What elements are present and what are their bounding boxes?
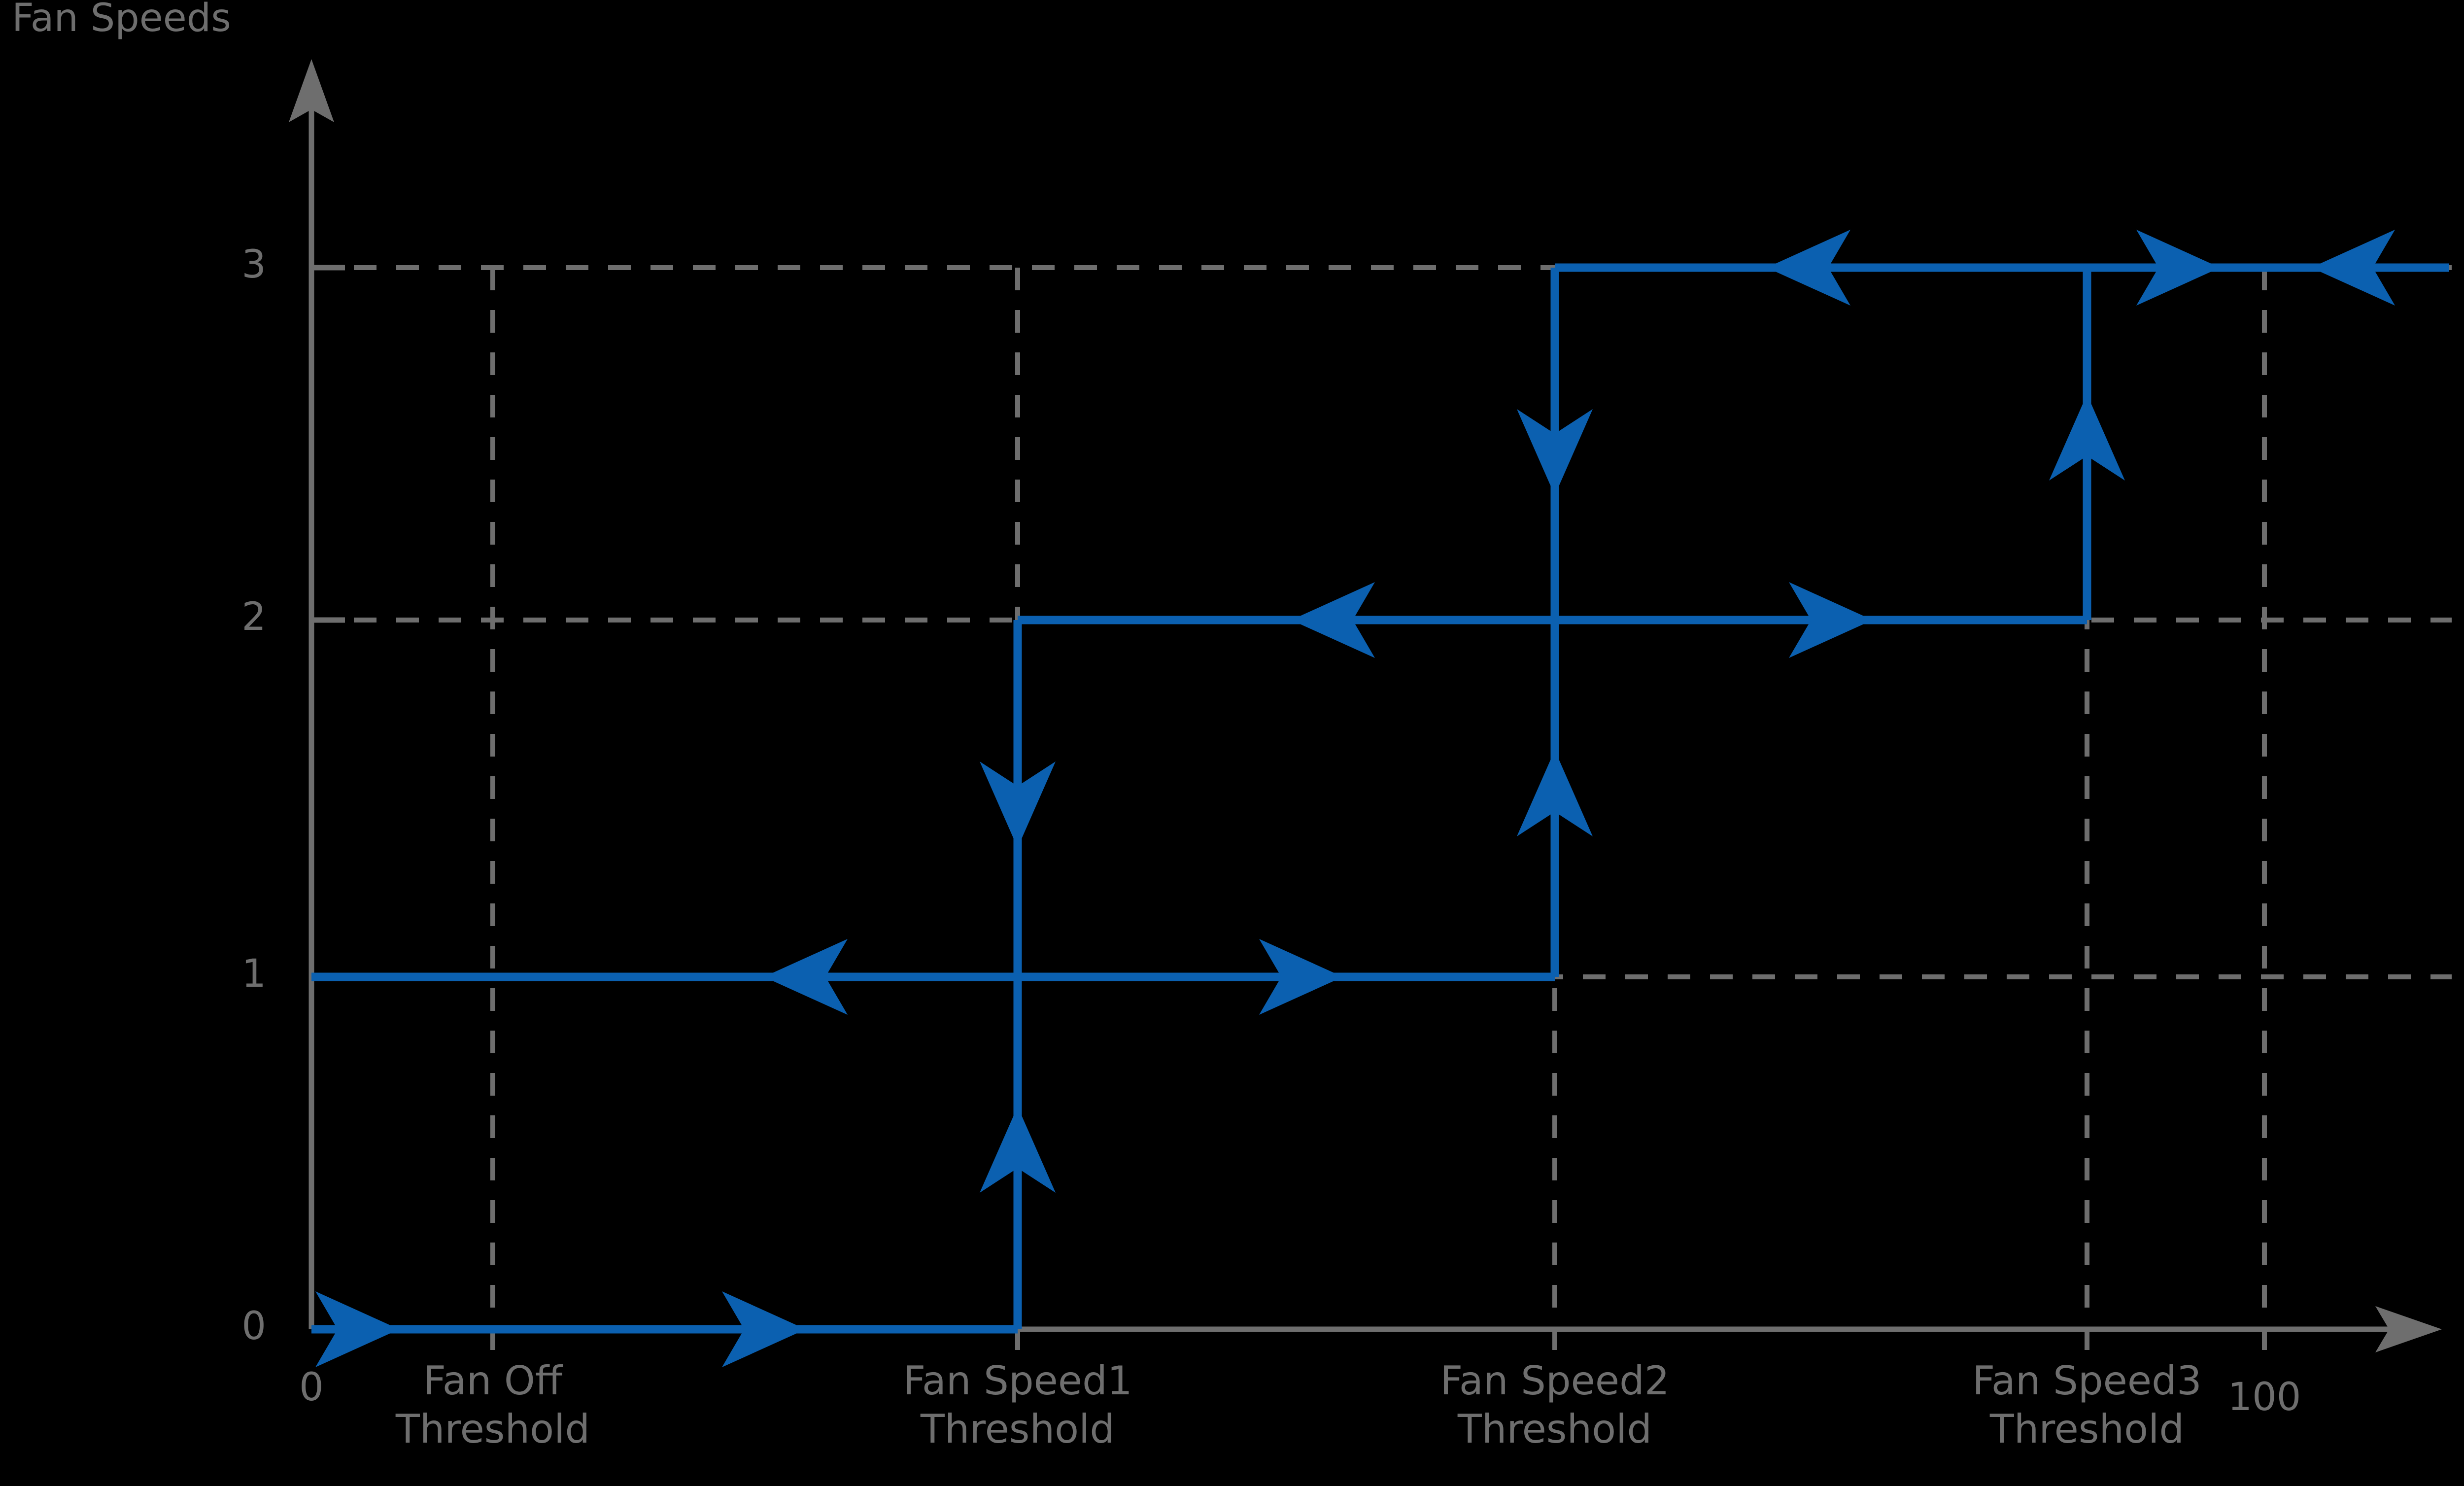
- curve-arrow-level3-left-b: [2311, 230, 2395, 306]
- x-tick-label-fan-speed1-line1: Fan Speed1: [903, 1358, 1132, 1404]
- curve-arrow-rise-fanspeed2: [1517, 750, 1593, 836]
- x-tick-label-fan-speed1-line2: Threshold: [920, 1406, 1115, 1452]
- y-tick-label-3-text: 3: [241, 242, 266, 287]
- x-tick-label-fan-off: Fan Off Threshold: [345, 1361, 641, 1449]
- x-tick-label-fan-off-line2: Threshold: [395, 1406, 590, 1452]
- y-tick-label-2-text: 2: [241, 595, 266, 639]
- y-tick-label-3: 3: [192, 242, 266, 287]
- x-tick-label-fan-speed1: Fan Speed1 Threshold: [838, 1361, 1198, 1449]
- x-tick-label-fan-speed3-line2: Threshold: [1989, 1406, 2185, 1452]
- y-axis-title: Fan Speeds: [12, 0, 231, 40]
- y-tick-label-1: 1: [192, 952, 266, 996]
- curve-arrow-level3-right: [2136, 230, 2220, 306]
- curve-arrow-level1-left: [764, 939, 848, 1015]
- y-axis-title-text: Fan Speeds: [12, 0, 231, 40]
- x-tick-label-origin: 0: [282, 1365, 341, 1410]
- x-tick-label-fan-speed3-line1: Fan Speed3: [1972, 1358, 2202, 1404]
- x-tick-label-fan-speed2-line1: Fan Speed2: [1440, 1358, 1670, 1404]
- y-tick-label-0-text: 0: [241, 1304, 266, 1348]
- x-tick-label-fan-speed2: Fan Speed2 Threshold: [1375, 1361, 1735, 1449]
- curve-arrow-level2-left: [1291, 582, 1375, 658]
- curve-arrow-rise-fanspeed1: [980, 1106, 1056, 1193]
- curve-arrow-fall-fanspeed2: [1517, 409, 1593, 495]
- curve-arrow-fall-fanspeed1: [980, 761, 1056, 848]
- x-tick-label-fan-speed3: Fan Speed3 Threshold: [1907, 1361, 2267, 1449]
- curve-arrow-rise-fanspeed3: [2049, 394, 2125, 481]
- curve-arrow-level2-right: [1789, 582, 1873, 658]
- x-tick-label-100-text: 100: [2227, 1375, 2301, 1419]
- x-tick-label-fan-off-line1: Fan Off: [423, 1358, 562, 1404]
- y-axis-arrowhead: [289, 59, 334, 122]
- curve-arrow-level0-right-a: [315, 1291, 399, 1367]
- x-tick-label-fan-speed2-line2: Threshold: [1457, 1406, 1652, 1452]
- curve-arrow-level0-right-b: [722, 1291, 806, 1367]
- curve-arrow-level1-right: [1259, 939, 1343, 1015]
- y-tick-label-2: 2: [192, 595, 266, 639]
- x-tick-label-100: 100: [2208, 1375, 2321, 1419]
- y-tick-label-0: 0: [192, 1304, 266, 1348]
- x-tick-label-origin-text: 0: [299, 1365, 324, 1410]
- x-axis-arrowhead: [2375, 1306, 2442, 1352]
- y-tick-label-1-text: 1: [241, 952, 266, 996]
- curve-arrow-level3-left: [1767, 230, 1850, 306]
